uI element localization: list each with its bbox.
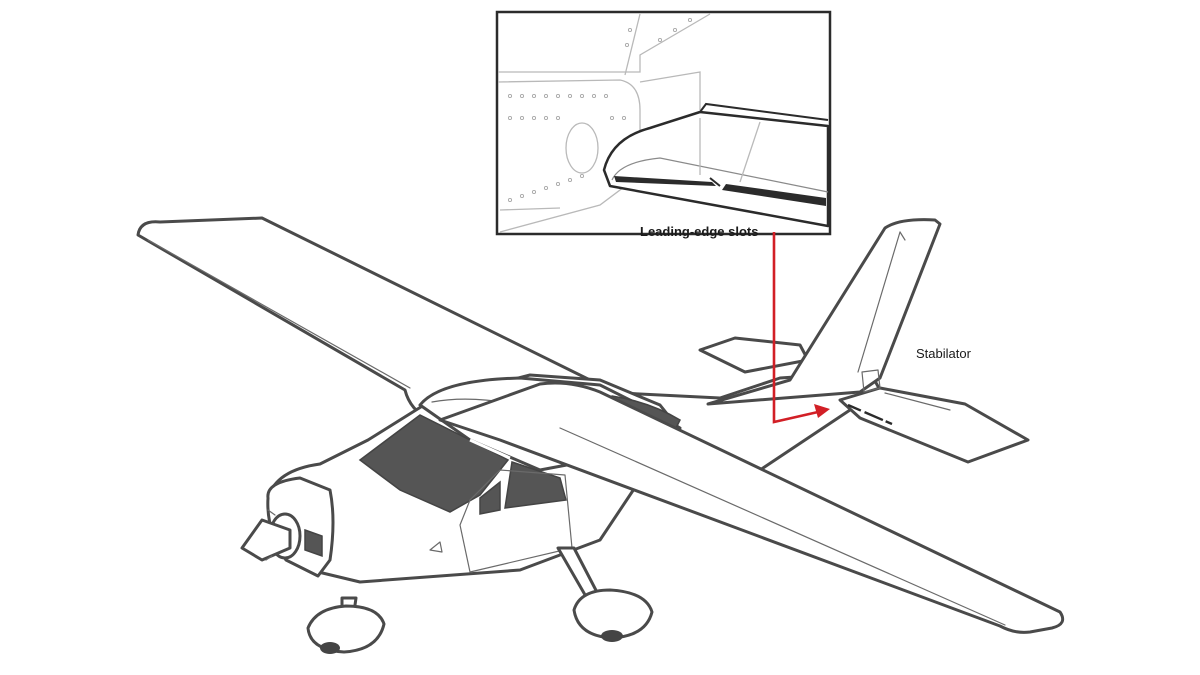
windshield (358, 414, 510, 513)
inset-slot-2 (722, 184, 826, 206)
main-wheel-fairing (572, 588, 654, 640)
rudder-hinge-line (857, 231, 901, 373)
air-intake (304, 528, 323, 558)
stabilator-slots (847, 403, 893, 426)
main-wheel (601, 630, 623, 642)
inset-panel-line (739, 121, 761, 183)
red-callout-arrow (772, 232, 830, 424)
inset-panel-line (499, 207, 561, 211)
door-handle (429, 541, 443, 553)
arrow-head (814, 404, 830, 418)
cabin-door (459, 469, 573, 573)
right-stabilator (838, 386, 1030, 464)
left-stabilator (698, 336, 810, 374)
nose-wheel (320, 642, 340, 654)
stabilator-label: Stabilator (916, 346, 971, 361)
inset-inspection-port (565, 122, 599, 174)
right-wing (438, 381, 1065, 634)
fin-tip-line (899, 231, 906, 241)
inset-slot-divider (709, 177, 721, 187)
nose-wheel-fairing (306, 604, 386, 654)
inset-slot-lip (611, 157, 829, 193)
side-window-small (479, 480, 501, 515)
inset-slot-1 (614, 176, 716, 186)
windshield-frame (469, 438, 511, 460)
propeller-spinner (240, 518, 292, 562)
stabilator-hinge-fairing (861, 369, 881, 393)
aircraft (136, 216, 1065, 654)
propeller-blade-hint (265, 509, 276, 561)
inset-panel-line (639, 71, 701, 110)
side-window-front (504, 461, 567, 509)
left-wing-aileron-line (147, 239, 411, 389)
leading-edge-slots-label: Leading-edge slots (640, 224, 759, 239)
inset-detail (495, 10, 832, 236)
inset-panel-line (624, 13, 641, 76)
stabilator-trim-tab (884, 392, 951, 411)
inset-stabilator-edge (699, 102, 829, 121)
inset-panel-line (498, 13, 711, 73)
vertical-fin (706, 218, 942, 406)
arrow-line (772, 232, 819, 424)
right-wing-flap-line (559, 427, 1006, 626)
